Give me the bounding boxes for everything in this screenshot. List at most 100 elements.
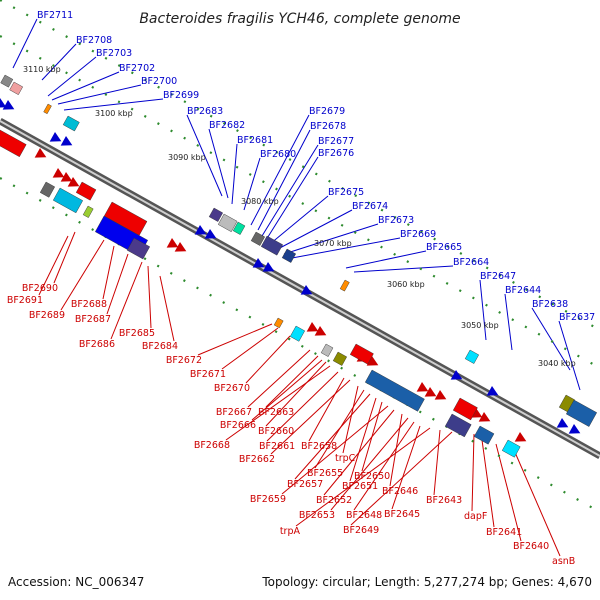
gene-label: BF2640 — [513, 541, 549, 552]
gene-label: BF2662 — [239, 454, 275, 465]
upper-leader-line — [353, 265, 454, 273]
gene-label: BF2660 — [258, 426, 294, 437]
lower-leader-line — [471, 433, 475, 512]
gene-box — [0, 74, 14, 88]
lower-leader-line — [330, 417, 409, 511]
forward-gene-arrow — [0, 98, 7, 108]
gene-label: BF2647 — [480, 271, 516, 282]
upper-leader-line — [504, 293, 513, 351]
reverse-gene-arrow — [470, 408, 483, 418]
gene-label: trpC — [335, 453, 356, 464]
kbp-label: 3060 kbp — [387, 280, 425, 289]
upper-leader-line — [231, 143, 238, 205]
gene-label: BF2687 — [75, 314, 111, 325]
upper-leader-line — [269, 195, 329, 245]
gene-box — [43, 103, 52, 115]
gene-box — [339, 279, 350, 292]
gene-label: BF2708 — [76, 35, 112, 46]
reverse-gene-arrow — [424, 387, 437, 397]
upper-dotted-track — [0, 0, 600, 331]
gene-label: BF2666 — [220, 420, 256, 431]
gene-label: BF2637 — [559, 312, 595, 323]
gene-label: BF2658 — [301, 441, 337, 452]
gene-label: BF2670 — [214, 383, 250, 394]
upper-leader-line — [257, 129, 311, 231]
gene-label: BF2648 — [346, 510, 382, 521]
gene-features — [0, 74, 598, 458]
reverse-gene-arrow — [174, 242, 187, 252]
lower-leader-line — [349, 397, 377, 482]
upper-leader-line — [57, 84, 142, 105]
upper-leader-line — [265, 156, 319, 241]
forward-gene-arrow — [556, 418, 569, 428]
gene-label: BF2646 — [382, 486, 418, 497]
gene-label: dapF — [464, 511, 487, 522]
lower-leader-line — [106, 253, 129, 315]
kbp-label: 3070 kbp — [314, 239, 352, 248]
lower-leader-line — [245, 335, 291, 384]
gene-label: BF2711 — [37, 10, 73, 21]
gene-box — [126, 237, 151, 260]
gene-box — [565, 399, 598, 427]
upper-leader-line — [291, 237, 401, 259]
forward-gene-arrow — [262, 262, 275, 272]
upper-leader-line — [275, 209, 353, 251]
kbp-label: 3080 kbp — [241, 197, 279, 206]
forward-gene-arrow — [252, 258, 265, 268]
gene-label: BF2663 — [258, 407, 294, 418]
gene-label: BF2645 — [384, 509, 420, 520]
gene-label: BF2685 — [119, 328, 155, 339]
gene-label: BF2683 — [187, 106, 223, 117]
gene-box — [75, 181, 97, 201]
gene-label: BF2703 — [96, 48, 132, 59]
gene-label: BF2689 — [29, 310, 65, 321]
gene-label: BF2679 — [309, 106, 345, 117]
gene-label: BF2641 — [486, 527, 522, 538]
reverse-gene-arrow — [366, 356, 379, 366]
lower-leader-line — [225, 365, 331, 441]
upper-leader-line — [63, 98, 164, 111]
lower-leader-line — [102, 245, 115, 300]
gene-label: BF2672 — [166, 355, 202, 366]
gene-box — [289, 325, 306, 342]
reverse-gene-arrow — [52, 168, 65, 178]
upper-leader-line — [208, 128, 229, 199]
lower-leader-line — [197, 323, 273, 356]
lower-leader-line — [53, 231, 76, 284]
backbone-highlight — [0, 120, 600, 457]
gene-label: BF2671 — [190, 369, 226, 380]
gene-label: BF2667 — [216, 407, 252, 418]
upper-inner-track — [0, 35, 600, 369]
forward-gene-arrow — [300, 285, 313, 295]
upper-leader-line — [558, 320, 581, 391]
forward-gene-arrow — [2, 100, 15, 110]
gene-label: BF2675 — [328, 187, 364, 198]
gene-label: BF2655 — [307, 468, 343, 479]
kbp-label: 3050 kbp — [461, 321, 499, 330]
upper-leader-line — [479, 279, 487, 341]
gene-label: BF2677 — [318, 136, 354, 147]
lower-leader-line — [38, 235, 69, 296]
gene-label: BF2674 — [352, 201, 388, 212]
forward-gene-arrow — [60, 136, 73, 146]
gene-label: BF2684 — [142, 341, 178, 352]
gene-box — [349, 343, 374, 365]
forward-gene-arrow — [204, 229, 217, 239]
forward-gene-arrow — [486, 386, 499, 396]
forward-gene-arrow — [194, 225, 207, 235]
gene-label: BF2664 — [453, 257, 489, 268]
lower-leader-line — [265, 355, 319, 408]
map-title: Bacteroides fragilis YCH46, complete gen… — [139, 11, 460, 27]
label-connectors — [12, 18, 581, 557]
genome-track — [0, 0, 600, 513]
gene-label: trpA — [280, 526, 301, 537]
gene-box — [250, 231, 266, 246]
gene-label: BF2699 — [163, 90, 199, 101]
gene-label: asnB — [552, 556, 575, 567]
upper-leader-line — [51, 71, 120, 101]
genome-summary: Topology: circular; Length: 5,277,274 bp… — [261, 575, 592, 589]
gene-box — [82, 205, 94, 218]
gene-label: BF2702 — [119, 63, 155, 74]
